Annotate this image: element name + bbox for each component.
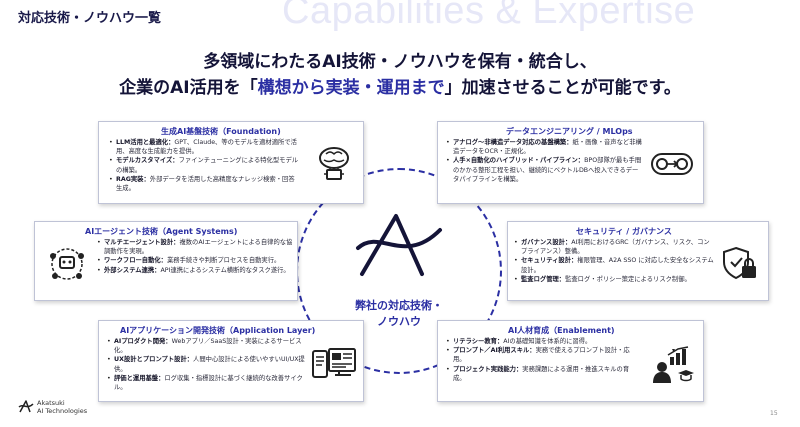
card-items: ガバナンス設計：AI利用におけるGRC（ガバナンス、リスク、コンプライアンス）整…	[514, 238, 714, 284]
card-items: リテラシー教育：AIの基礎知識を体系的に習得。 プロンプト／AI利用スキル：実務…	[446, 337, 636, 383]
list-item: モデルカスタマイズ：ファインチューニングによる特化型モデルの構築。	[109, 156, 299, 174]
card-title: 生成AI基盤技術（Foundation)	[161, 127, 281, 136]
list-item: 監査ログ管理：監査ログ・ポリシー策定によるリスク制御。	[514, 275, 714, 284]
center-label-line-2: ノウハウ	[377, 315, 421, 328]
list-item: RAG実装：外部データを活用した高精度なナレッジ検索・回答生成。	[109, 175, 299, 193]
list-item: セキュリティ設計：権限管理、A2A SSO に対応した安全なシステム設計。	[514, 256, 714, 274]
logo-text-line-1: Akatsuki	[37, 399, 65, 407]
card-data-engineering: データエンジニアリング / MLOps アナログ～非構造データ対応の基盤構築：紙…	[437, 121, 704, 204]
card-title: AI人材育成（Enablement)	[508, 326, 615, 335]
card-title: AIエージェント技術（Agent Systems)	[85, 227, 238, 236]
center-label-line-1: 弊社の対応技術・	[355, 299, 443, 312]
company-logo-icon	[18, 400, 34, 413]
list-item: リテラシー教育：AIの基礎知識を体系的に習得。	[446, 337, 636, 346]
background-watermark: Capabilities & Expertise	[282, 0, 696, 32]
card-title: セキュリティ / ガバナンス	[576, 227, 672, 236]
card-items: LLM活用と最適化：GPT、Claude、等のモデルを適材適所で活用、高度な生成…	[109, 138, 299, 193]
list-item: 外部システム連携：API連携によるシステム横断的なタスク遂行。	[97, 266, 293, 275]
card-generative-ai: 生成AI基盤技術（Foundation) LLM活用と最適化：GPT、Claud…	[98, 121, 364, 204]
card-ai-agent: AIエージェント技術（Agent Systems) マルチエージェント設計：複数…	[34, 221, 298, 301]
card-security-governance: セキュリティ / ガバナンス ガバナンス設計：AI利用におけるGRC（ガバナンス…	[507, 221, 769, 301]
card-items: アナログ～非構造データ対応の基盤構築：紙・画像・音声など非構造データをOCR・正…	[446, 138, 643, 184]
brain-chip-icon	[319, 147, 349, 180]
page-number: 15	[770, 410, 778, 417]
list-item: 評価と運用基盤：ログ収集・指標設計に基づく継続的な改善サイクル。	[107, 374, 305, 392]
headline-prefix: 企業のAI活用を「	[119, 78, 258, 98]
list-item: ガバナンス設計：AI利用におけるGRC（ガバナンス、リスク、コンプライアンス）整…	[514, 238, 714, 256]
list-item: LLM活用と最適化：GPT、Claude、等のモデルを適材適所で活用、高度な生成…	[109, 138, 299, 156]
headline-accent: 構想から実装・運用まで	[257, 78, 445, 98]
headline-line-2: 企業のAI活用を「構想から実装・運用まで」加速させることが可能です。	[0, 73, 800, 98]
list-item: ワークフロー自動化：業務手続きや判断プロセスを自動実行。	[97, 256, 293, 265]
list-item: UX設計とプロンプト設計：人間中心設計による使いやすいUI/UX提供。	[107, 355, 305, 373]
brand-mark-icon	[356, 214, 442, 276]
card-ai-talent: AI人材育成（Enablement) リテラシー教育：AIの基礎知識を体系的に習…	[437, 320, 704, 402]
card-title: データエンジニアリング / MLOps	[506, 127, 633, 136]
headline-suffix: 」加速させることが可能です。	[444, 78, 681, 98]
page-title: 対応技術・ノウハウ一覧	[18, 11, 162, 26]
card-title: AIアプリケーション開発技術（Application Layer)	[120, 326, 316, 335]
app-devices-icon	[312, 348, 356, 378]
list-item: 人手×自動化のハイブリッド・パイプライン：BPO部隊が最も手間のかかる整形工程を…	[446, 156, 643, 184]
agent-network-icon	[50, 248, 84, 280]
list-item: AIプロダクト開発：Webアプリ／SaaS設計・実装によるサービス化。	[107, 337, 305, 355]
headline-line-1: 多領域にわたるAI技術・ノウハウを保有・統合し、	[203, 52, 597, 72]
shield-lock-icon	[723, 246, 756, 280]
list-item: マルチエージェント設計：複数のAIエージェントによる自律的な協調動作を実現。	[97, 238, 293, 256]
list-item: プロンプト／AI利用スキル：実務で使えるプロンプト設計・応用。	[446, 346, 636, 364]
logo-text-line-2: AI Technologies	[37, 407, 88, 415]
list-item: アナログ～非構造データ対応の基盤構築：紙・画像・音声など非構造データをOCR・正…	[446, 138, 643, 156]
data-pipeline-icon	[651, 153, 693, 175]
card-items: マルチエージェント設計：複数のAIエージェントによる自律的な協調動作を実現。 ワ…	[97, 238, 293, 275]
card-ai-application: AIアプリケーション開発技術（Application Layer) AIプロダク…	[98, 320, 364, 402]
list-item: プロジェクト実践能力：実務課題による運用・推進スキルの育成。	[446, 365, 636, 383]
card-items: AIプロダクト開発：Webアプリ／SaaS設計・実装によるサービス化。 UX設計…	[107, 337, 305, 392]
mentor-growth-icon	[653, 346, 694, 383]
footer-logo: Akatsuki AI Technologies	[18, 396, 118, 422]
